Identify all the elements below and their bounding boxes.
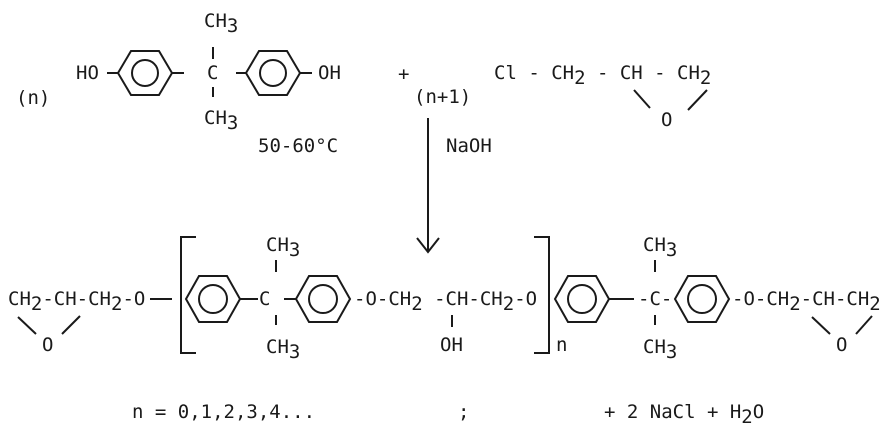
benzene-ring-6 [673,275,731,323]
benzene-ring-4 [294,275,352,323]
benzene-ring-1 [116,50,174,96]
left-epoxide-oxygen: O [42,334,53,356]
benzene-ring-2 [244,50,302,96]
hydroxypropyl-bridge: -O-CH2 -CH-CH2-O [354,288,537,315]
catalyst-label: NaOH [446,135,492,157]
repeat-methyl-bottom: CH3 [266,336,300,363]
hydroxyl-left: HO [76,62,99,84]
reaction-temperature: 50-60°C [258,135,338,157]
benzene-ring-3 [184,275,242,323]
ech-coefficient: (n+1) [414,86,471,108]
epoxide-oxygen: O [661,109,672,131]
hydroxyl-group: OH [440,334,463,356]
methyl-top: CH3 [204,10,238,37]
repeat-carbon: C [259,288,270,310]
repeat-index: n [556,334,567,356]
n-values: n = 0,1,2,3,4... [132,401,315,423]
methyl-bottom: CH3 [204,107,238,134]
hydroxyl-right: OH [318,62,341,84]
right-epoxide-oxygen: O [836,334,847,356]
terminal-methyl-top: CH3 [643,234,677,261]
left-glycidyl-chain: CH2-CH-CH2-O [8,288,145,315]
bpa-coefficient: (n) [16,87,50,109]
epichlorohydrin-chain: Cl - CH2 - CH - CH2 [494,62,711,89]
left-bracket [180,236,196,354]
benzene-ring-5 [553,275,611,323]
separator: ; [458,401,469,423]
terminal-carbon: -C- [638,288,672,310]
right-bracket [534,236,550,354]
terminal-methyl-bottom: CH3 [643,336,677,363]
plus-sign: + [398,63,409,85]
quaternary-carbon: C [207,62,218,84]
right-glycidyl-chain: -O-CH2-CH-CH2 [732,288,881,315]
byproducts: + 2 NaCl + H2O [604,401,764,428]
repeat-methyl-top: CH3 [266,234,300,261]
